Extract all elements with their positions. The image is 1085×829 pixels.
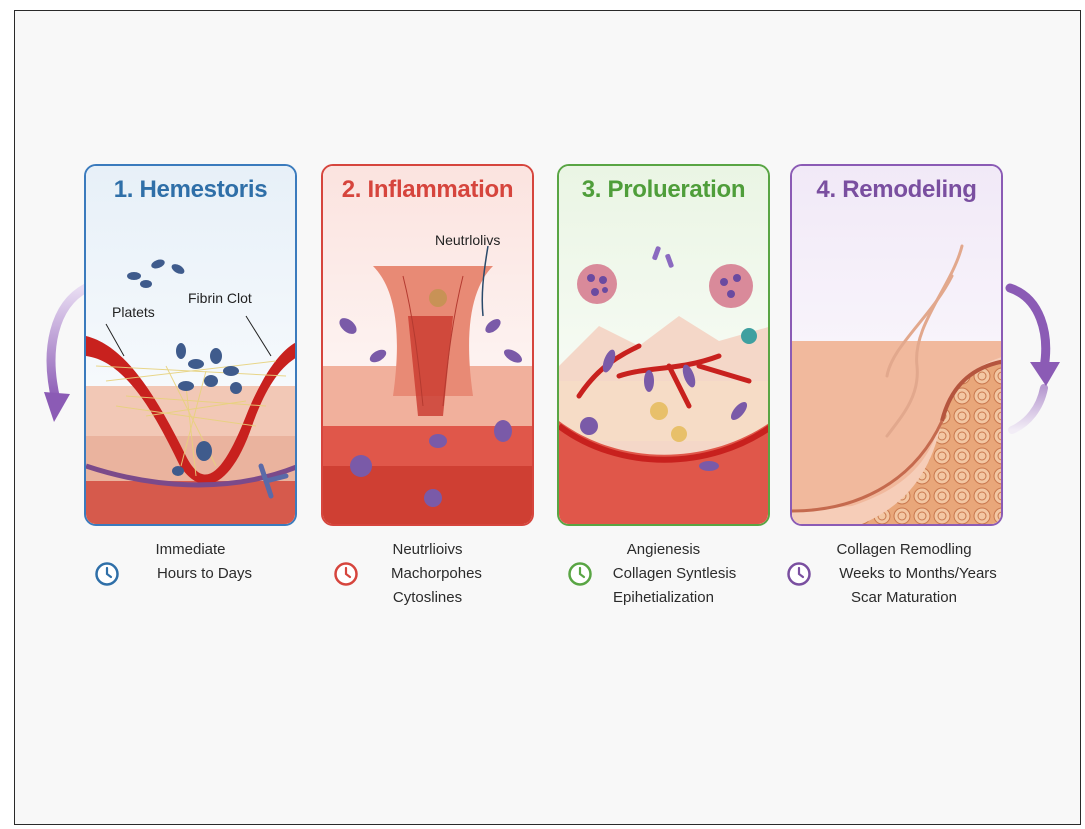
clock-icon xyxy=(94,561,120,587)
clock-icon xyxy=(567,561,593,587)
caption-line: Neutrlioivs xyxy=(392,541,462,558)
stage-card-hemostasis: 1. Hemestoris Platets Fibrin Clot xyxy=(84,164,297,526)
caption-proliferation: Angiеnesis Collagen Syntlesis Epihetiali… xyxy=(557,538,770,610)
caption-line: Collagen Syntlesis xyxy=(591,565,736,582)
stage-title: 2. Inflammation xyxy=(323,176,532,204)
stage-header: 4. Remodeling xyxy=(792,166,1001,226)
caption-line: Scar Maturation xyxy=(851,589,957,606)
neutrophils-label: Neutrlolivs xyxy=(435,232,500,248)
caption-line: Epihetialization xyxy=(613,589,714,606)
caption-hemostasis: Immediate Hours to Days xyxy=(84,538,297,586)
stage-title: 1. Hemestoris xyxy=(86,176,295,204)
stage-card-proliferation: 3. Proluеration xyxy=(557,164,770,526)
caption-remodeling: Collagen Remodling Weeks to Months/Years… xyxy=(784,538,1024,610)
stage-title: 4. Remodeling xyxy=(792,176,1001,204)
caption-line: Weeks to Months/Years xyxy=(811,565,997,582)
fibrin-clot-label: Fibrin Clot xyxy=(188,290,252,306)
cycle-arrow-right-icon xyxy=(1000,278,1070,438)
stage-header: 1. Hemestoris xyxy=(86,166,295,226)
caption-line: Immediate xyxy=(155,541,225,558)
caption-line: Cytoslines xyxy=(393,589,462,606)
caption-line: Collagen Remodling xyxy=(836,541,971,558)
caption-line: Hours to Days xyxy=(129,565,252,582)
stage-card-inflammation: 2. Inflammation Neutrlolivs xyxy=(321,164,534,526)
caption-line: Angiеnesis xyxy=(627,541,700,558)
stage-title: 3. Proluеration xyxy=(559,176,768,204)
stage-header: 3. Proluеration xyxy=(559,166,768,226)
clock-icon xyxy=(333,561,359,587)
platelets-label: Platets xyxy=(112,304,155,320)
stage-header: 2. Inflammation xyxy=(323,166,532,226)
clock-icon xyxy=(786,561,812,587)
caption-line: Machorpohes xyxy=(373,565,482,582)
caption-inflammation: Neutrlioivs Machorpohes Cytoslines xyxy=(321,538,534,610)
stage-card-remodeling: 4. Remodeling xyxy=(790,164,1003,526)
